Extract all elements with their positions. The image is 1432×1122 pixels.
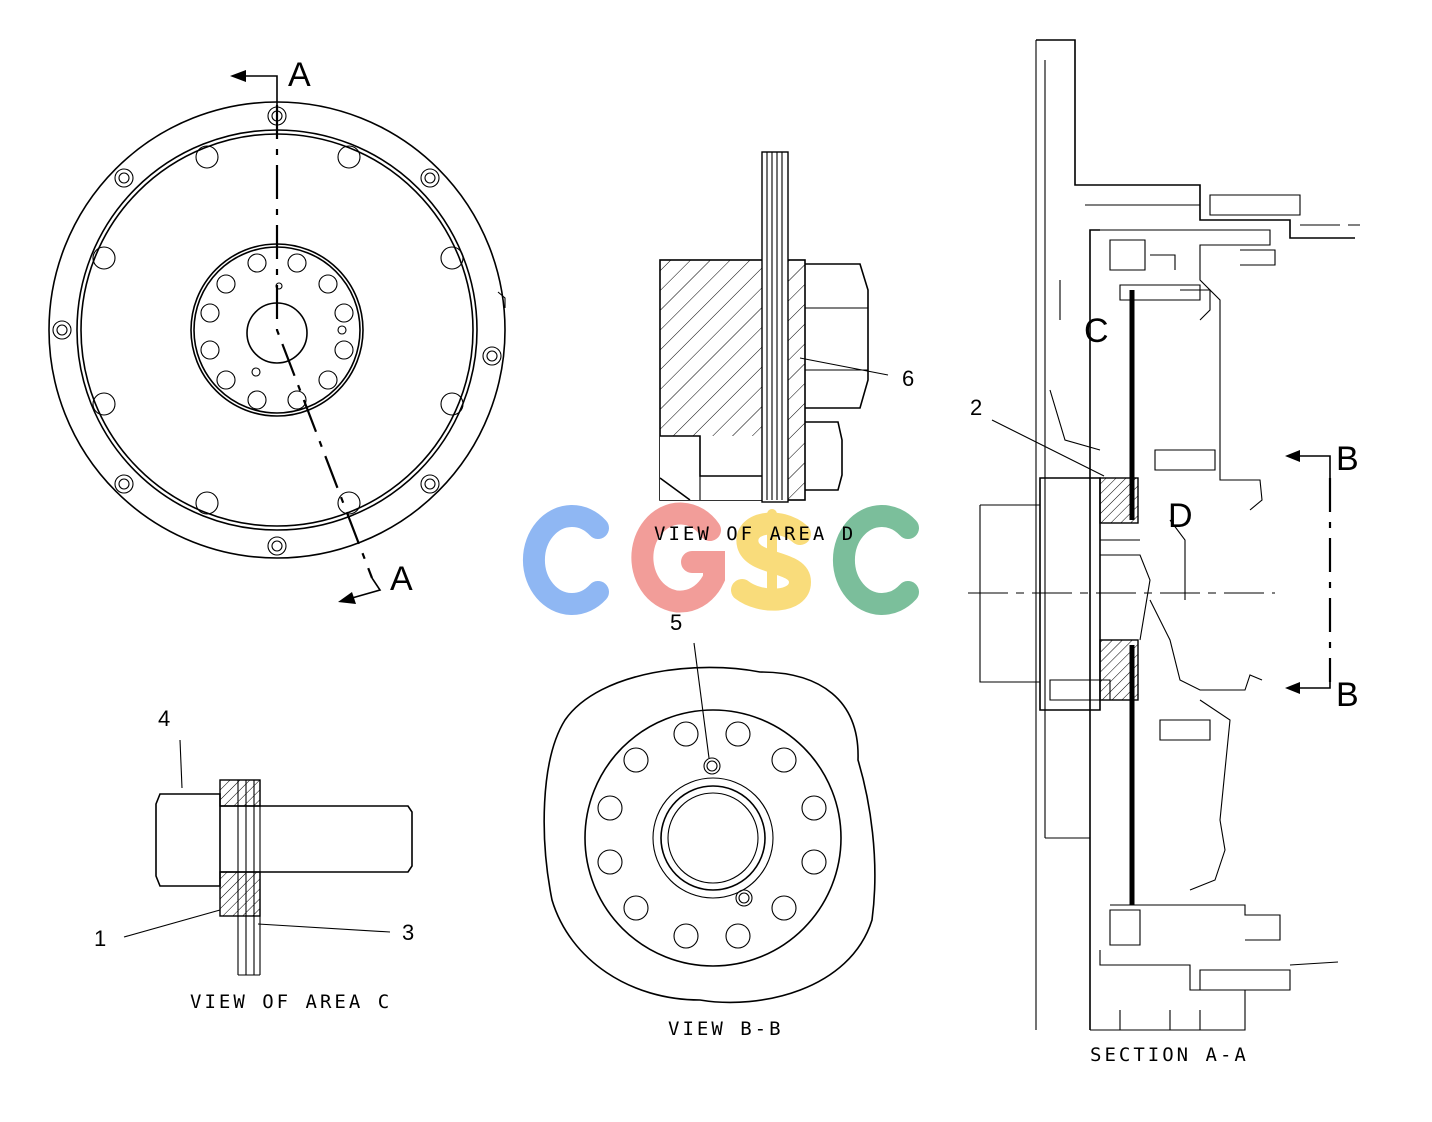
callout-4: 4 xyxy=(158,706,170,731)
section-a-label-bottom: A xyxy=(390,560,413,598)
callout-3: 3 xyxy=(402,920,414,945)
callout-2: 2 xyxy=(970,395,982,420)
section-a-label-top: A xyxy=(288,56,311,94)
view-b-b xyxy=(543,642,876,1004)
callout-1: 1 xyxy=(94,926,106,951)
callout-6: 6 xyxy=(902,366,914,391)
section-a-a xyxy=(968,39,1360,1031)
section-b-label-top: B xyxy=(1336,440,1359,478)
section-b-label-bottom: B xyxy=(1336,676,1359,714)
caption-view-area-d: VIEW OF AREA D xyxy=(654,523,856,545)
front-view xyxy=(48,70,506,604)
callout-5: 5 xyxy=(670,610,682,635)
watermark-logo xyxy=(522,502,919,615)
caption-section-a-a: SECTION A-A xyxy=(1090,1044,1249,1066)
area-c-marker: C xyxy=(1084,312,1109,350)
caption-view-area-c: VIEW OF AREA C xyxy=(190,991,392,1013)
area-d-marker: D xyxy=(1168,497,1193,535)
view-area-d xyxy=(659,151,889,503)
view-area-c xyxy=(123,739,413,976)
caption-view-b-b: VIEW B-B xyxy=(668,1018,784,1040)
